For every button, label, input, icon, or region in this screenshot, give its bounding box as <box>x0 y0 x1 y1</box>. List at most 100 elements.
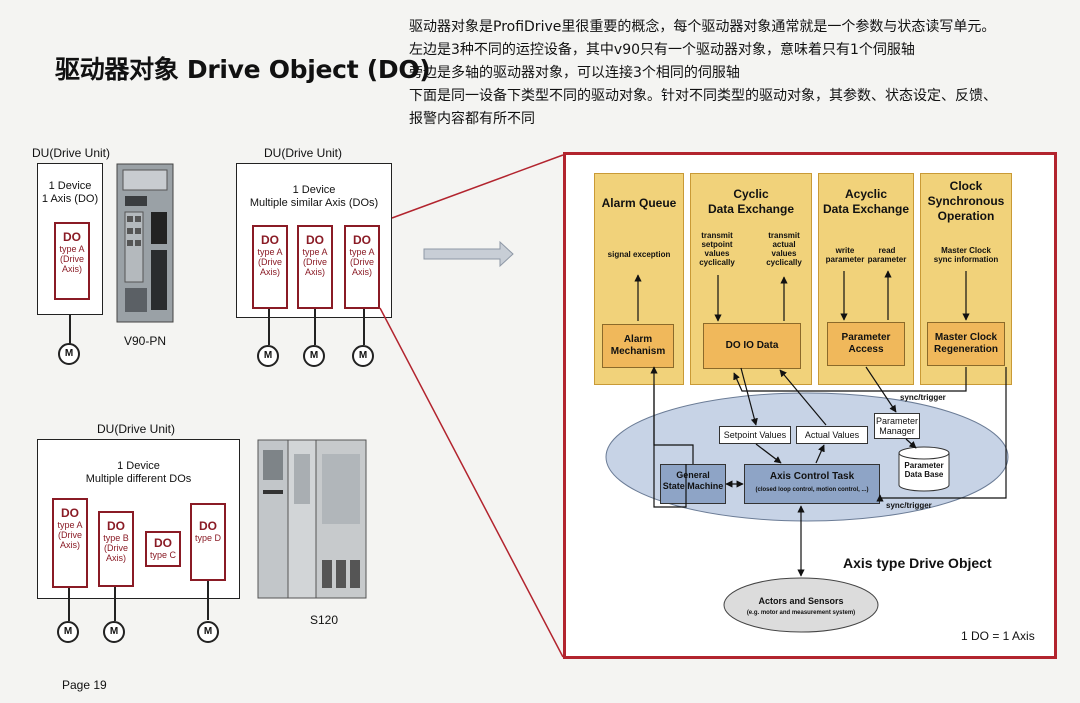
s120-drive-image <box>257 439 367 599</box>
panel-note: transmit setpoint values cyclically <box>695 231 739 267</box>
do-type: Axis) <box>60 540 80 550</box>
do-title: DO <box>107 519 125 533</box>
box-text: 1 Device <box>292 184 336 196</box>
arrow-sync-trigger-bottom <box>876 367 1007 502</box>
do-block: DO type A (Drive Axis) <box>297 225 333 309</box>
note-line: transmit <box>768 231 800 240</box>
motor-icon: M <box>58 343 80 365</box>
inner-label: Regeneration <box>934 344 998 355</box>
zoom-line-bottom <box>379 307 564 658</box>
panel-note: signal exception <box>607 250 671 259</box>
do-type: type D <box>194 533 221 543</box>
do-block: DO type A (Drive Axis) <box>344 225 380 309</box>
box-text: 1 Axis (DO) <box>41 193 99 205</box>
panel-title: Operation <box>937 209 995 223</box>
panel-note: read parameter <box>865 246 909 264</box>
db-label: Data Base <box>904 470 944 479</box>
motor-cable <box>363 309 365 345</box>
do-type: type A <box>349 247 375 257</box>
du-label-single: DU(Drive Unit) <box>32 146 110 160</box>
act-label: Axis Control Task <box>769 471 855 482</box>
do-type: (Drive <box>104 543 128 553</box>
parameter-database: Parameter Data Base <box>899 461 949 479</box>
db-label: Parameter <box>904 461 944 470</box>
do-type: Axis) <box>106 553 126 563</box>
panel-acyclic-data-exchange: Acyclic Data Exchange write parameter re… <box>818 173 914 385</box>
motor-cable <box>314 309 316 345</box>
axis-type-label: Axis type Drive Object <box>843 555 992 571</box>
do-type: type C <box>149 550 176 560</box>
note-line: write <box>835 246 855 255</box>
wbox-label: Manager <box>879 426 915 436</box>
motor-icon: M <box>103 621 125 643</box>
arrow-access-to-manager <box>865 366 897 413</box>
note-line: cyclically <box>766 258 802 267</box>
motor-icon: M <box>303 345 325 367</box>
description-line: 驱动器对象是ProfiDrive里很重要的概念，每个驱动器对象通常就是一个参数与… <box>409 19 996 35</box>
device-label-s120: S120 <box>310 613 339 627</box>
do-title: DO <box>61 506 79 520</box>
panel-note: write parameter <box>823 246 867 264</box>
inner-label: Alarm <box>623 334 653 345</box>
do-io-data: DO IO Data <box>703 323 801 369</box>
act-sub-label: (closed loop control, motion control, ..… <box>755 487 869 493</box>
axis-control-task: Axis Control Task (closed loop control, … <box>744 464 880 504</box>
motor-icon: M <box>352 345 374 367</box>
do-type: Axis) <box>352 267 372 277</box>
note-line: parameter <box>825 255 865 264</box>
inner-label: Mechanism <box>610 346 666 357</box>
slide-title: 驱动器对象 Drive Object (DO) <box>55 55 431 84</box>
do-block: DO type B (Drive Axis) <box>98 511 134 587</box>
do-type: type B <box>103 533 129 543</box>
page-number: Page 19 <box>62 678 107 692</box>
motor-cable <box>268 309 270 345</box>
right-arrow-icon <box>423 240 514 268</box>
motor-icon: M <box>197 621 219 643</box>
device-label-v90: V90-PN <box>124 334 167 348</box>
motor-cable <box>207 581 209 620</box>
arrow-actual-to-io <box>779 369 827 426</box>
do-title: DO <box>353 233 371 247</box>
arrow-task-to-actual <box>815 444 825 464</box>
alarm-mechanism: Alarm Mechanism <box>602 324 674 368</box>
v90-drive-image <box>116 163 174 323</box>
panel-title: Alarm Queue <box>601 196 677 210</box>
do-type: Axis) <box>62 264 82 274</box>
actors-sub-label: (e.g. motor and measurement system) <box>746 610 856 616</box>
actual-values: Actual Values <box>796 426 868 444</box>
box-text: Multiple different DOs <box>85 473 192 485</box>
note-line: Master Clock <box>941 246 991 255</box>
sync-trigger-bottom: sync/trigger <box>886 501 932 510</box>
do-type: type A <box>59 244 85 254</box>
do-block: DO type A (Drive Axis) <box>52 498 88 588</box>
note-line: parameter <box>867 255 907 264</box>
panel-title: Clock <box>949 179 983 193</box>
do-block: DO type D <box>190 503 226 581</box>
inner-label: Master Clock <box>934 332 998 343</box>
setpoint-values: Setpoint Values <box>719 426 791 444</box>
actors-ellipse <box>723 577 879 633</box>
inner-label: Access <box>848 344 884 355</box>
description-line: 旁边是多轴的驱动器对象，可以连接3个相同的伺服轴 <box>409 65 740 81</box>
do-block: DO type A (Drive Axis) <box>54 222 90 300</box>
gsm-label: State Machine <box>662 481 724 491</box>
do-type: (Drive <box>350 257 374 267</box>
description-text: 驱动器对象是ProfiDrive里很重要的概念，每个驱动器对象通常就是一个参数与… <box>409 16 1077 131</box>
note-line: actual <box>772 240 796 249</box>
do-title: DO <box>306 233 324 247</box>
wbox-label: Parameter <box>875 416 919 426</box>
general-state-machine: General State Machine <box>660 464 726 504</box>
do-type: type A <box>302 247 328 257</box>
do-block: DO type A (Drive Axis) <box>252 225 288 309</box>
detail-arrows <box>634 270 1007 577</box>
do-title: DO <box>63 230 81 244</box>
panel-note: transmit actual values cyclically <box>761 231 807 267</box>
do-type: (Drive <box>58 530 82 540</box>
panel-title: Data Exchange <box>707 202 795 216</box>
arrow-setpoint-to-task <box>755 443 782 464</box>
line-state-machine <box>653 385 687 508</box>
panel-title: Data Exchange <box>822 202 910 216</box>
arrow-state-to-alarm <box>650 366 694 464</box>
